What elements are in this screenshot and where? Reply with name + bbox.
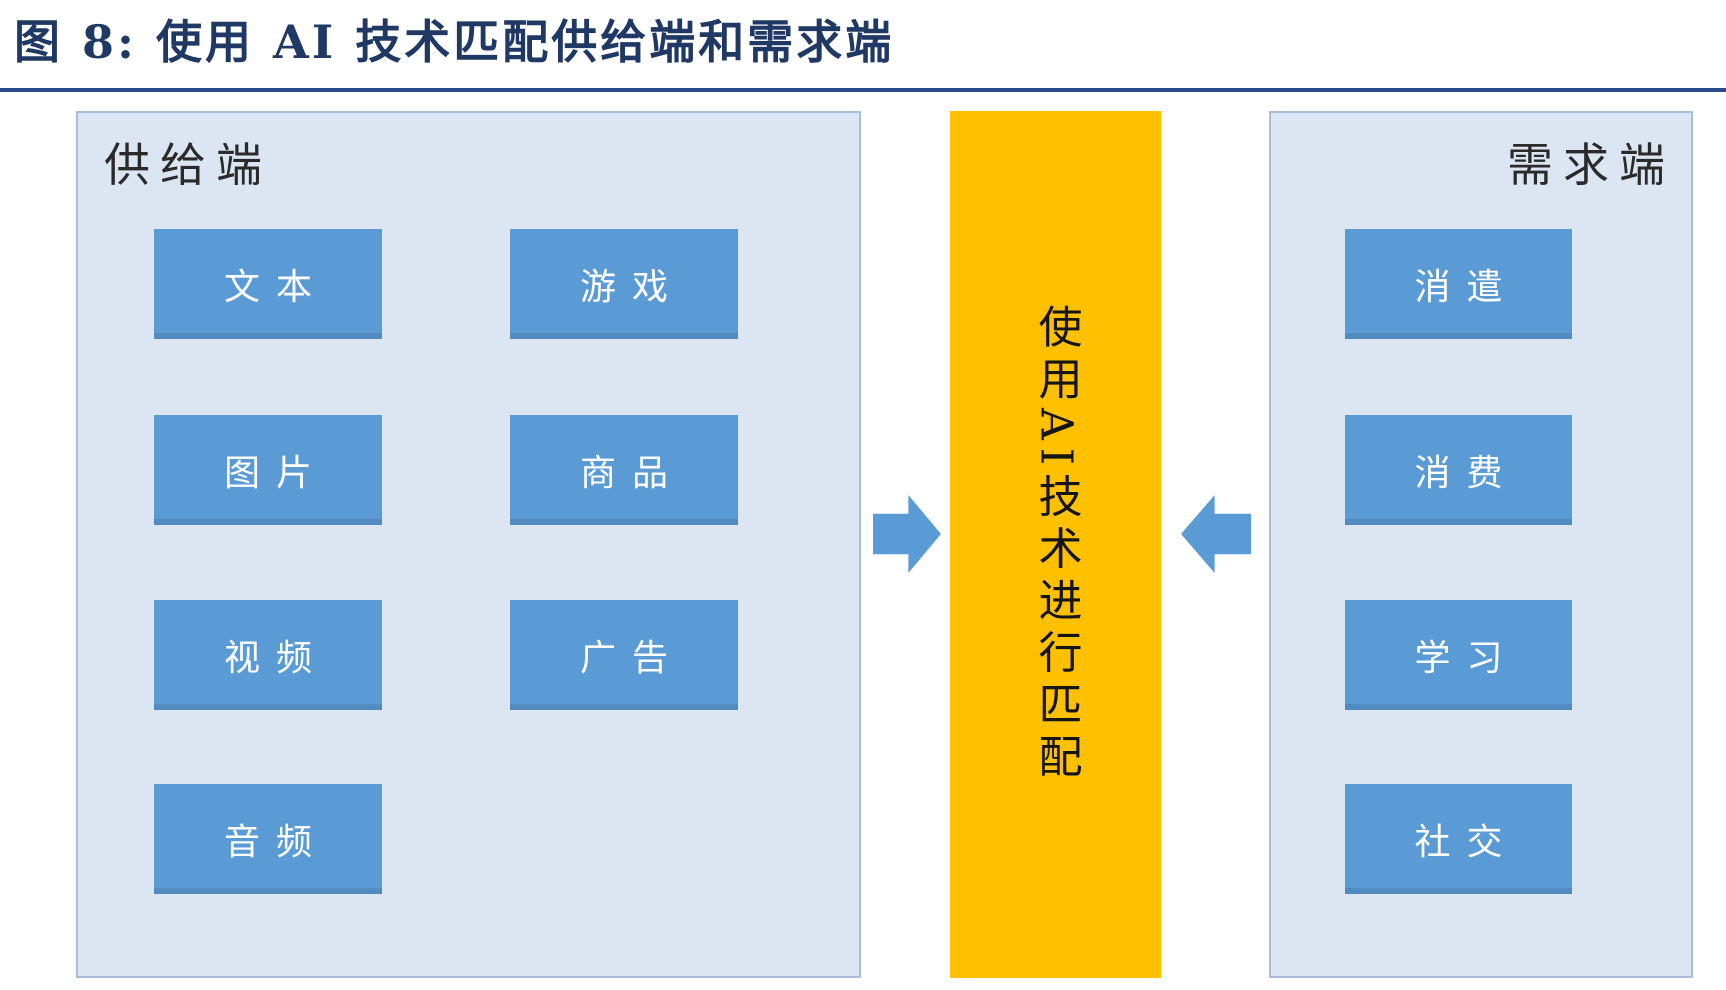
supply-node-goods-label: 商品 [579, 453, 684, 494]
demand-node-learning-label: 学习 [1414, 638, 1519, 679]
demand-node-consumption: 消费 [1345, 415, 1572, 525]
supply-panel-label: 供给端 [104, 138, 272, 192]
demand-node-leisure: 消遣 [1345, 229, 1572, 339]
demand-node-consumption-label: 消费 [1414, 453, 1519, 494]
supply-node-text-label: 文本 [223, 267, 328, 308]
demand-panel-label: 需求端 [1507, 138, 1675, 192]
supply-node-goods: 商品 [510, 415, 738, 525]
supply-node-audio: 音频 [154, 784, 382, 894]
figure-title: 图 8: 使用 AI 技术匹配供给端和需求端 [14, 15, 895, 69]
demand-node-social-label: 社交 [1414, 822, 1519, 863]
supply-node-ad: 广告 [510, 600, 738, 710]
supply-panel: 供给端 文本 图片 视频 音频 游戏 商品 广告 [76, 111, 861, 978]
supply-node-text: 文本 [154, 229, 382, 339]
supply-node-game-label: 游戏 [579, 267, 684, 308]
title-underline [0, 88, 1726, 92]
supply-node-game: 游戏 [510, 229, 738, 339]
ai-matching-bar: 使用AI技术进行匹配 [950, 111, 1161, 978]
demand-node-social: 社交 [1345, 784, 1572, 894]
supply-node-video: 视频 [154, 600, 382, 710]
ai-matching-bar-label: 使用AI技术进行匹配 [1030, 303, 1082, 786]
demand-node-learning: 学习 [1345, 600, 1572, 710]
demand-panel: 需求端 消遣 消费 学习 社交 [1269, 111, 1693, 978]
supply-node-ad-label: 广告 [579, 638, 684, 679]
supply-node-video-label: 视频 [223, 638, 328, 679]
supply-node-image-label: 图片 [223, 453, 328, 494]
right-arrow-icon [873, 495, 941, 573]
supply-node-audio-label: 音频 [223, 822, 328, 863]
demand-node-leisure-label: 消遣 [1414, 267, 1519, 308]
supply-node-image: 图片 [154, 415, 382, 525]
left-arrow-icon [1181, 495, 1251, 573]
